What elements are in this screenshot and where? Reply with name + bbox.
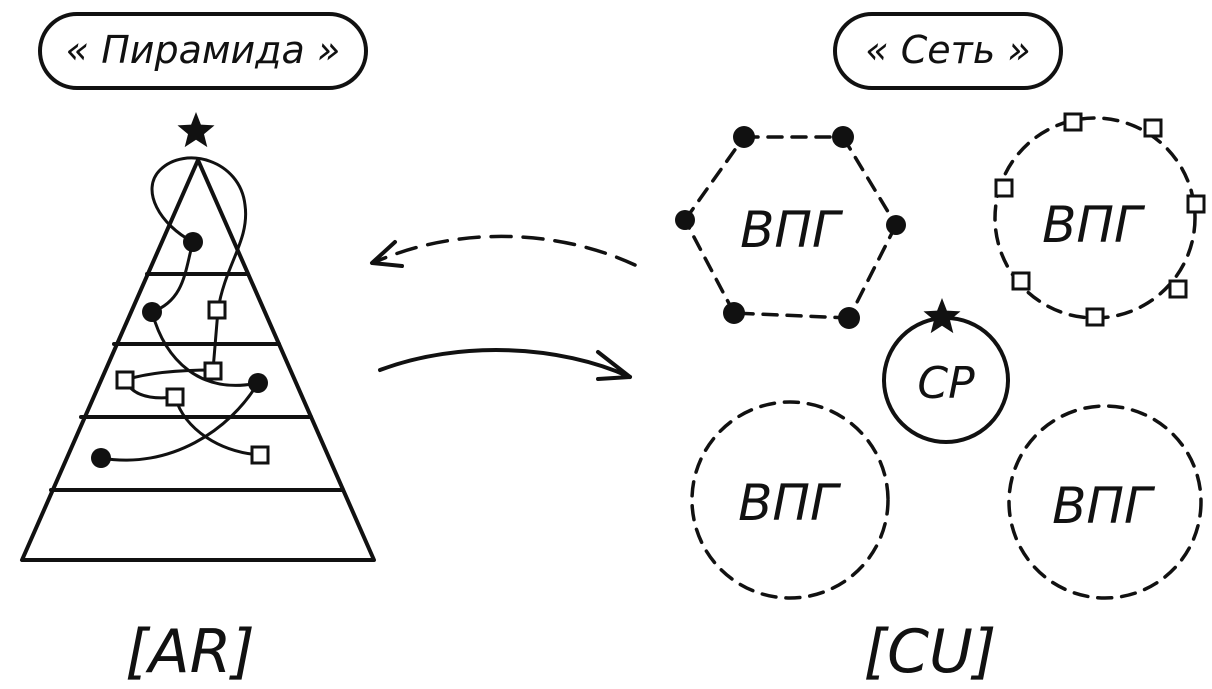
left-title-text: « Пирамида » — [66, 28, 341, 72]
network-node-dot — [838, 307, 860, 329]
network-node-dot — [733, 126, 755, 148]
right-title-text: « Сеть » — [865, 28, 1031, 72]
network-node-square — [1011, 271, 1031, 291]
network-group-bottom-left: ВПГ — [690, 400, 890, 600]
pyramid-outline — [20, 158, 376, 562]
group-label: ВПГ — [740, 201, 844, 259]
network-node-square — [1143, 118, 1163, 138]
arrow-network-to-pyramid — [373, 234, 637, 267]
network-node-dot — [723, 302, 745, 324]
arrowhead-left-icon — [370, 240, 404, 268]
network-node-dot — [886, 215, 906, 235]
pyramid-link — [99, 381, 260, 462]
pyramid-node-square — [207, 300, 227, 320]
pyramid-node-dot — [248, 373, 268, 393]
network-node-square — [1063, 112, 1083, 132]
transition-arrows — [370, 234, 637, 381]
left-title-frame — [38, 12, 368, 90]
arrowhead-right-icon — [596, 350, 632, 381]
network-group-bottom-right: ВПГ — [1007, 404, 1203, 600]
pyramid-node-dot — [183, 232, 203, 252]
left-title: « Пирамида » — [38, 12, 368, 90]
group-label: ВПГ — [738, 474, 842, 532]
network-group-squares: ВПГ — [993, 112, 1206, 327]
pyramid-link — [211, 308, 220, 372]
group-boundary-dashed — [690, 400, 890, 600]
network-node-dot — [832, 126, 854, 148]
star-icon — [923, 298, 961, 334]
pyramid-node-dot — [91, 448, 111, 468]
pyramid-node-square — [165, 387, 185, 407]
left-code: [AR] — [125, 617, 255, 687]
star-icon — [177, 112, 215, 148]
arrow-pyramid-to-network — [378, 348, 632, 379]
pyramid-node-dot — [142, 302, 162, 322]
pyramid — [20, 112, 376, 562]
group-boundary-dashed — [1007, 404, 1203, 600]
group-label: ВПГ — [1042, 196, 1146, 254]
network-node-square — [1168, 279, 1188, 299]
network-node-square — [1186, 194, 1206, 214]
right-title: « Сеть » — [833, 12, 1063, 90]
center-label: СР — [917, 358, 975, 409]
right-title-frame — [833, 12, 1063, 90]
pyramid-node-square — [250, 445, 270, 465]
network-node-square — [994, 178, 1014, 198]
network-group-hexagon: ВПГ — [675, 126, 906, 329]
network-node-square — [1085, 307, 1105, 327]
pyramid-node-square — [203, 361, 223, 381]
group-label: ВПГ — [1052, 477, 1156, 535]
pyramid-node-square — [115, 370, 135, 390]
right-code: [CU] — [864, 617, 997, 687]
pyramid-link-loop — [150, 156, 248, 312]
network-center: СР — [882, 298, 1010, 444]
network-node-dot — [675, 210, 695, 230]
